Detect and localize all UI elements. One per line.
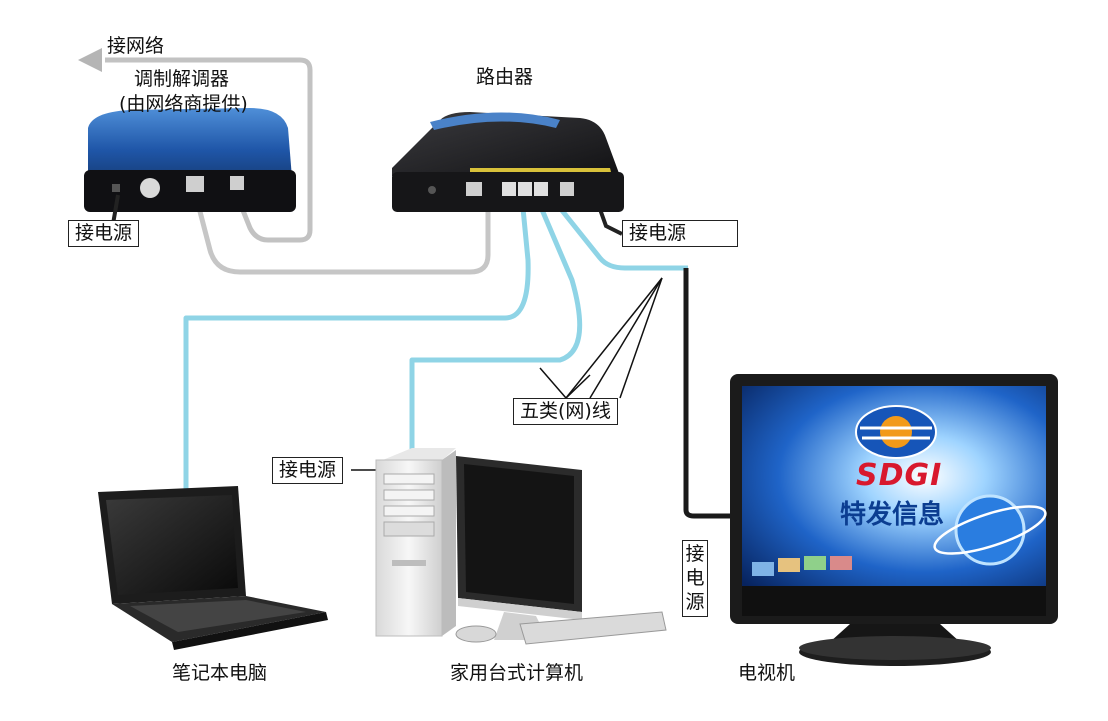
modem-title: 调制解调器: [134, 68, 229, 92]
cable-callout-lines: [540, 278, 662, 398]
tv-label: 电视机: [738, 662, 795, 686]
router-label: 路由器: [476, 66, 533, 90]
desktop-label: 家用台式计算机: [450, 662, 583, 686]
laptop: [98, 486, 328, 650]
tv-power-label: 接电源: [682, 540, 708, 617]
router-power-label: 接电源: [622, 220, 738, 247]
cable-label: 五类(网)线: [513, 398, 618, 425]
modem-subtitle: (由网络商提供): [119, 93, 248, 117]
planet-icon: [956, 496, 1024, 564]
ethernet-cables: [186, 198, 688, 490]
tv-brand-en: SDGI: [856, 458, 942, 493]
internet-label: 接网络: [107, 35, 164, 59]
modem: [84, 108, 296, 230]
router: [392, 112, 624, 212]
desktop-computer: [376, 448, 666, 644]
desktop-power-label: 接电源: [272, 457, 343, 484]
modem-power-label: 接电源: [68, 220, 139, 247]
internet-arrow-icon: [78, 48, 102, 72]
modem-power-button-icon: [140, 178, 160, 198]
laptop-cable: [186, 198, 528, 490]
laptop-label: 笔记本电脑: [172, 662, 267, 686]
tv-brand-cn: 特发信息: [840, 494, 944, 531]
